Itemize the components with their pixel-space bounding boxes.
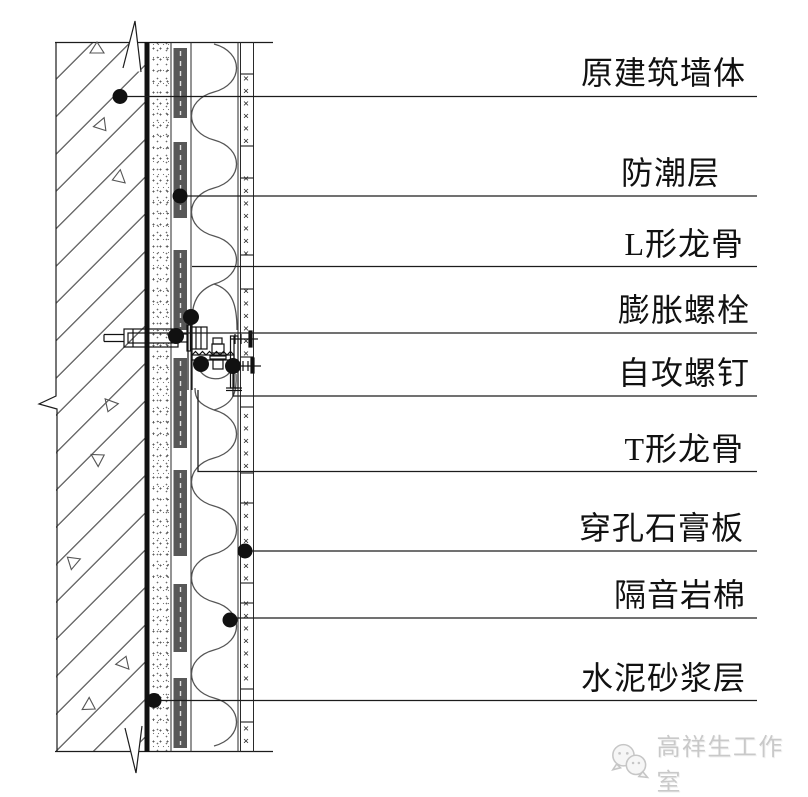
moisture-barrier-heavy-line <box>144 42 150 752</box>
svg-text:×: × <box>243 461 249 472</box>
gypsum-x-hatch: ×××××××××××××××××××××××××××××××××××××××× <box>243 74 249 748</box>
svg-text:×: × <box>243 599 249 610</box>
speech-bubbles-icon <box>611 743 650 779</box>
svg-text:×: × <box>243 724 249 735</box>
wall-left-edge-with-break <box>37 43 58 752</box>
callout-label-rockwool: 隔音岩棉 <box>613 577 746 613</box>
callout-label-perforated-gypsum: 穿孔石膏板 <box>578 510 744 546</box>
wall-outline <box>37 20 273 774</box>
svg-text:×: × <box>243 111 249 122</box>
callout-leaders <box>120 95 757 702</box>
callout-label-expansion-bolt: 膨胀螺栓 <box>617 292 750 328</box>
studio-watermark: 高祥生工作室 <box>608 735 804 796</box>
callout-label-self-tapping-screw: 自攻螺钉 <box>617 355 750 391</box>
svg-text:×: × <box>243 249 249 260</box>
svg-text:×: × <box>243 174 249 185</box>
svg-text:×: × <box>243 86 249 97</box>
rockwool-squiggle-upper <box>190 43 238 285</box>
dot-bracket-bottom <box>193 356 209 372</box>
callout-label-moisture-barrier: 防潮层 <box>620 155 720 191</box>
svg-text:×: × <box>243 424 249 435</box>
svg-text:×: × <box>243 636 249 647</box>
dot-self-tapping-screw <box>225 358 241 374</box>
svg-text:×: × <box>243 661 249 672</box>
callout-label-t-keel: T形龙骨 <box>624 431 744 467</box>
keel-strip-segments <box>173 48 187 748</box>
svg-text:×: × <box>243 211 249 222</box>
svg-text:×: × <box>243 561 249 572</box>
layer-boundary-lines <box>170 42 254 752</box>
svg-text:×: × <box>243 674 249 685</box>
l-bracket-drawing <box>187 318 235 390</box>
dot-bracket-top <box>183 309 199 325</box>
svg-text:×: × <box>243 186 249 197</box>
svg-text:×: × <box>243 74 249 85</box>
dot-rockwool <box>222 612 238 628</box>
svg-text:×: × <box>243 736 249 747</box>
svg-text:×: × <box>243 649 249 660</box>
svg-text:×: × <box>243 499 249 510</box>
rockwool-sweep <box>213 283 238 331</box>
svg-text:×: × <box>243 524 249 535</box>
svg-text:×: × <box>243 611 249 622</box>
rockwool-squiggle-lower <box>190 409 238 747</box>
top-break-mark <box>122 20 142 73</box>
svg-text:×: × <box>243 574 249 585</box>
leader-self-tapping-screw <box>232 370 757 397</box>
callout-dots <box>112 89 253 708</box>
svg-text:×: × <box>243 311 249 322</box>
dot-perforated-gypsum <box>237 543 253 559</box>
callout-label-cement-mortar: 水泥砂浆层 <box>580 660 746 696</box>
svg-text:×: × <box>243 324 249 335</box>
studio-name: 高祥生工作室 <box>656 735 784 796</box>
svg-text:×: × <box>243 511 249 522</box>
mortar-stipple-texture <box>150 43 171 752</box>
bottom-break-mark <box>124 725 143 774</box>
svg-text:×: × <box>243 349 249 360</box>
svg-text:×: × <box>243 124 249 135</box>
svg-text:×: × <box>243 436 249 447</box>
leader-t-keel <box>197 390 757 473</box>
dot-expansion-bolt <box>168 328 184 344</box>
dot-cement-mortar <box>146 693 162 708</box>
aggregate-triangles <box>66 40 130 711</box>
svg-text:×: × <box>243 136 249 147</box>
svg-text:×: × <box>243 624 249 635</box>
svg-text:×: × <box>243 299 249 310</box>
svg-text:×: × <box>243 199 249 210</box>
callout-label-original-wall: 原建筑墙体 <box>580 55 746 91</box>
svg-text:×: × <box>243 336 249 347</box>
svg-text:×: × <box>243 99 249 110</box>
svg-text:×: × <box>243 536 249 547</box>
svg-text:×: × <box>243 449 249 460</box>
svg-text:×: × <box>243 286 249 297</box>
svg-text:×: × <box>243 411 249 422</box>
original-wall-hatch-texture <box>56 43 145 752</box>
gypsum-board-joints <box>240 73 254 723</box>
callout-label-l-keel: L形龙骨 <box>624 226 744 262</box>
dot-moisture-barrier <box>172 188 188 204</box>
svg-text:×: × <box>243 236 249 247</box>
svg-text:×: × <box>243 224 249 235</box>
dot-original-wall <box>112 89 128 104</box>
